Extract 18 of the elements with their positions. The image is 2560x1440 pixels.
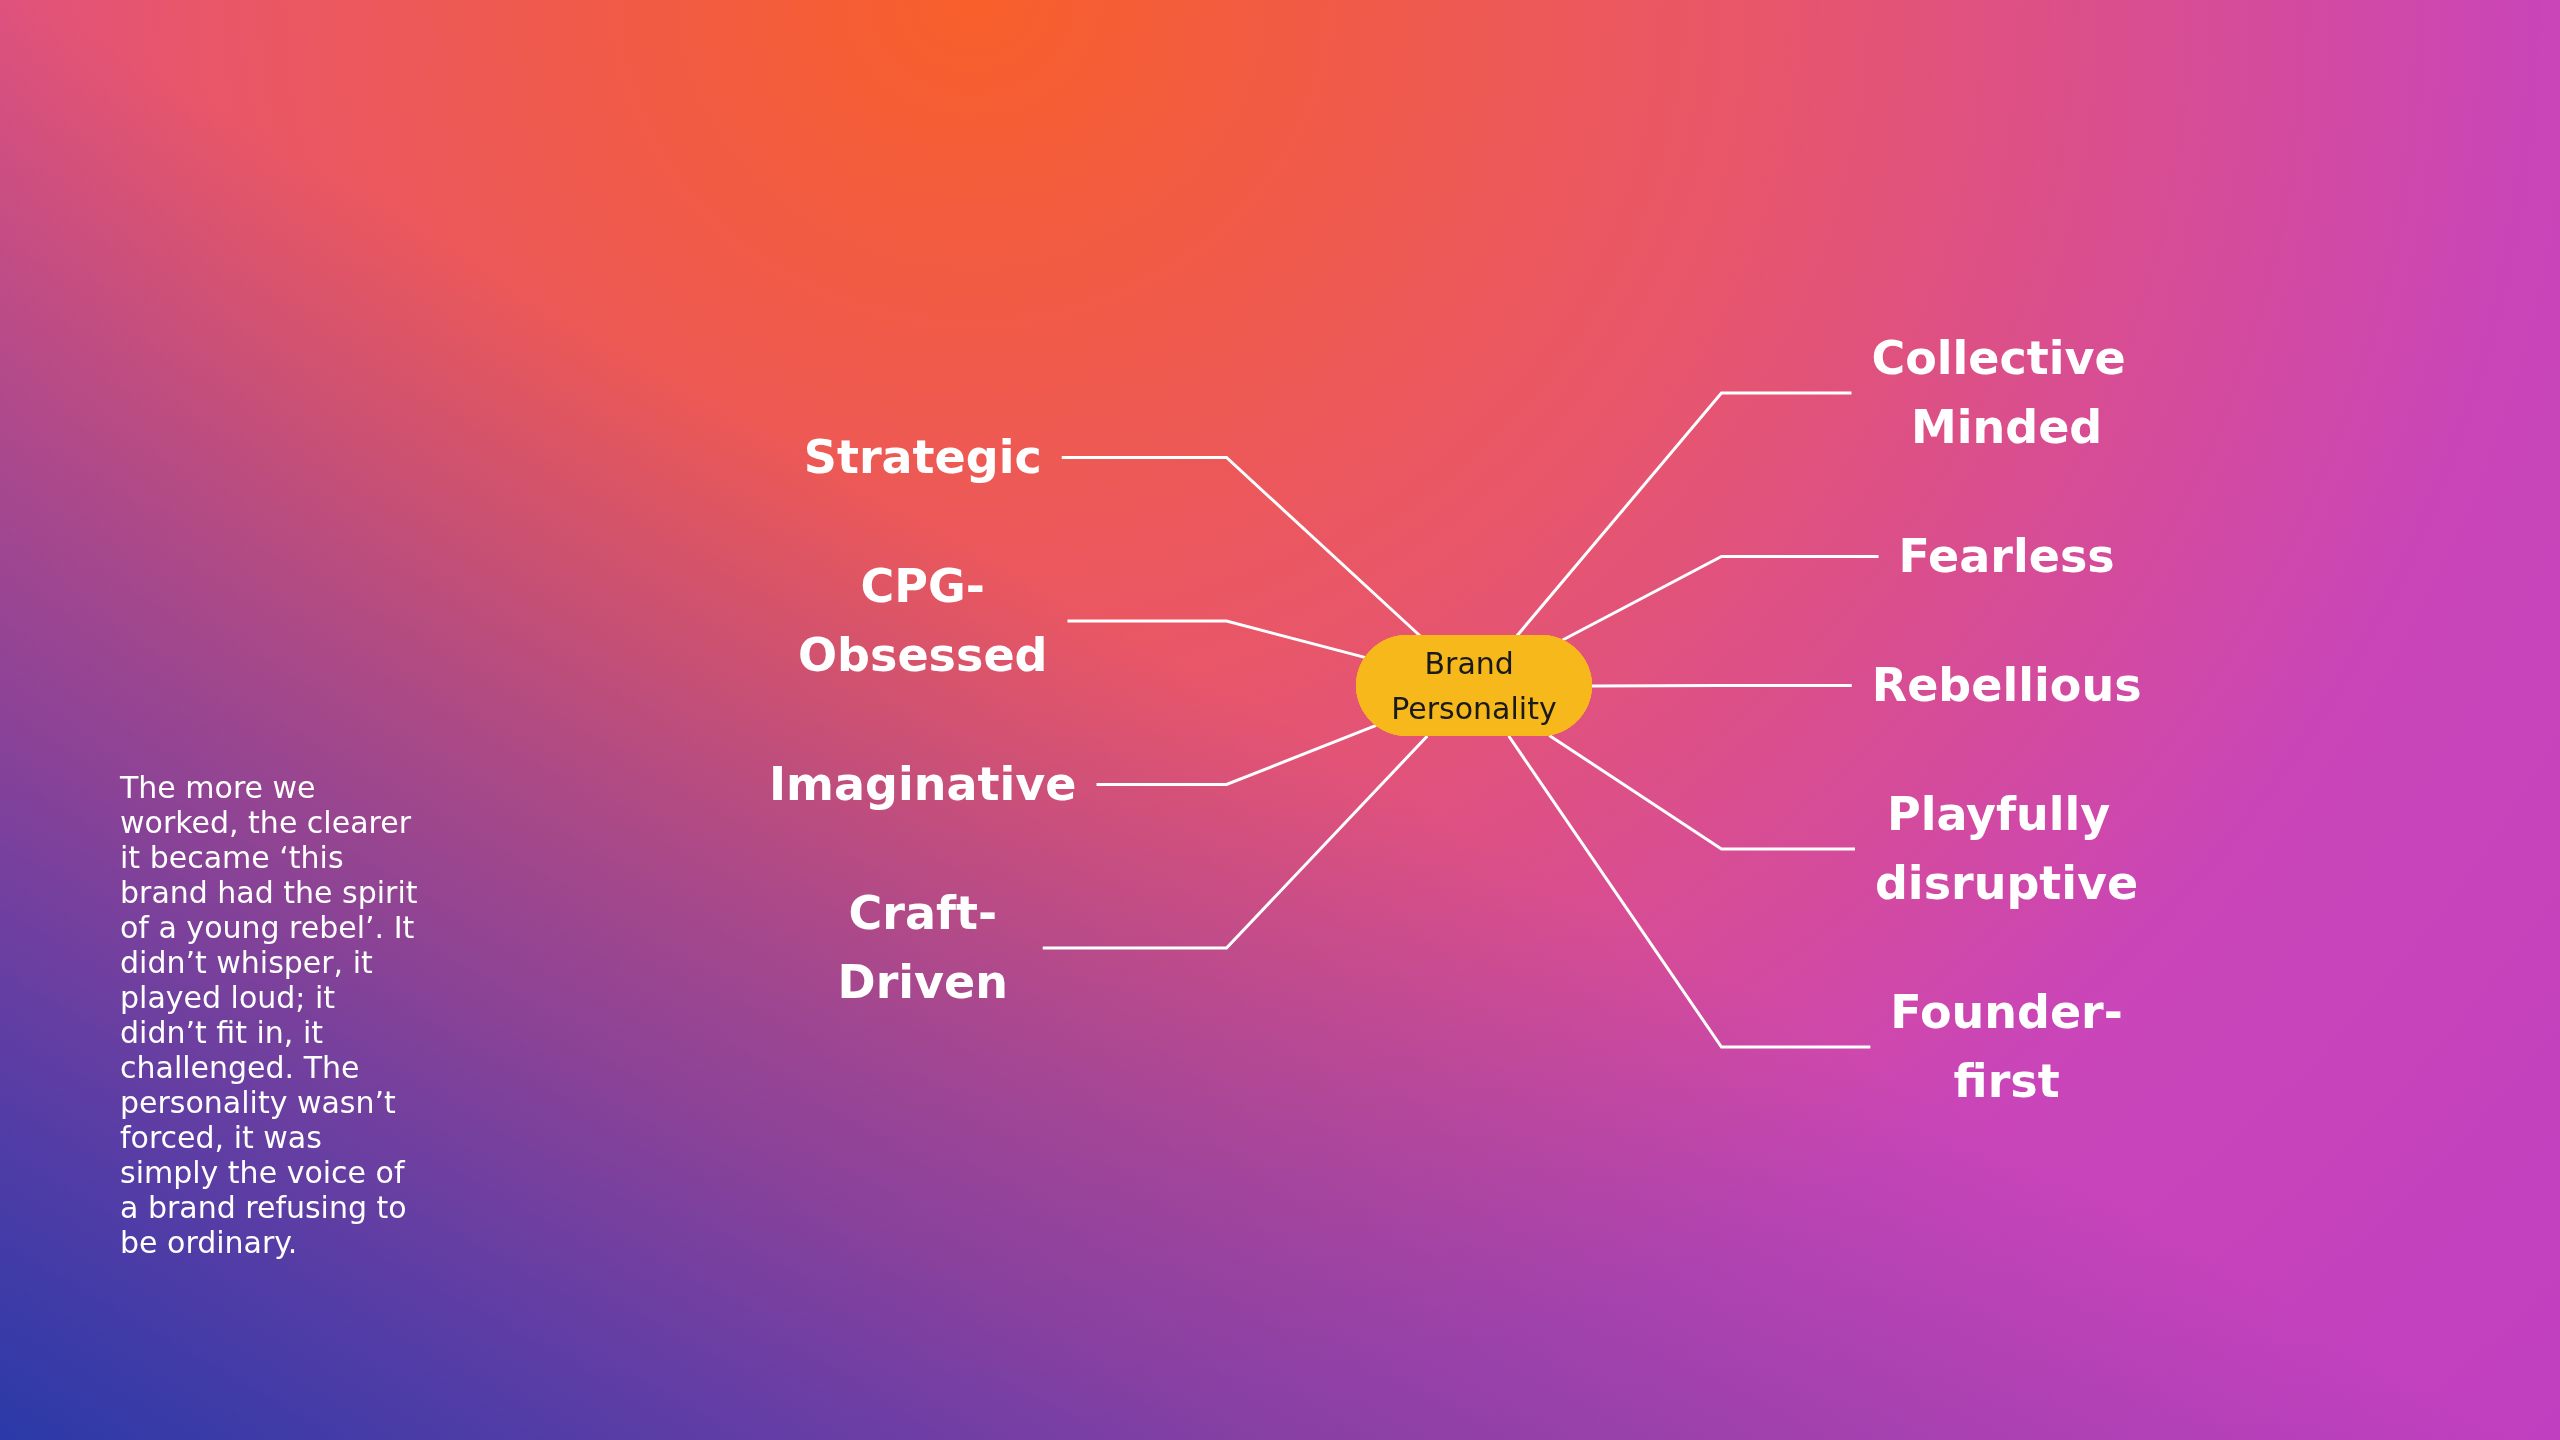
connector <box>1561 555 1879 642</box>
connector <box>1515 391 1852 637</box>
connector <box>1096 723 1377 786</box>
node-text: Imaginative <box>768 757 1077 811</box>
node-text: Playfully disruptive <box>1874 787 2138 910</box>
connector <box>1507 735 1870 1049</box>
connector <box>1591 684 1852 688</box>
connector <box>1042 734 1429 950</box>
node-text: Craft-Driven <box>837 886 1008 1009</box>
connector <box>1067 619 1366 660</box>
node-text: Collective Minded <box>1871 331 2126 454</box>
node-text: Fearless <box>1898 529 2115 583</box>
node-text: Founder-first <box>1889 985 2123 1108</box>
connector <box>1548 734 1855 851</box>
node-text: Strategic <box>803 430 1042 484</box>
quote-paragraph: The more we worked, the clearer it became ‘this brand had the spirit of a young rebel’. It didn’t whisper, it played loud; it didn’t fit in, it challenged. The personality wasn’t forced, it was simply the voice of a brand refusing to be ordinary. <box>120 770 419 1260</box>
node-text: Rebellious <box>1871 658 2142 712</box>
node-text: CPG-Obsessed <box>797 559 1048 682</box>
